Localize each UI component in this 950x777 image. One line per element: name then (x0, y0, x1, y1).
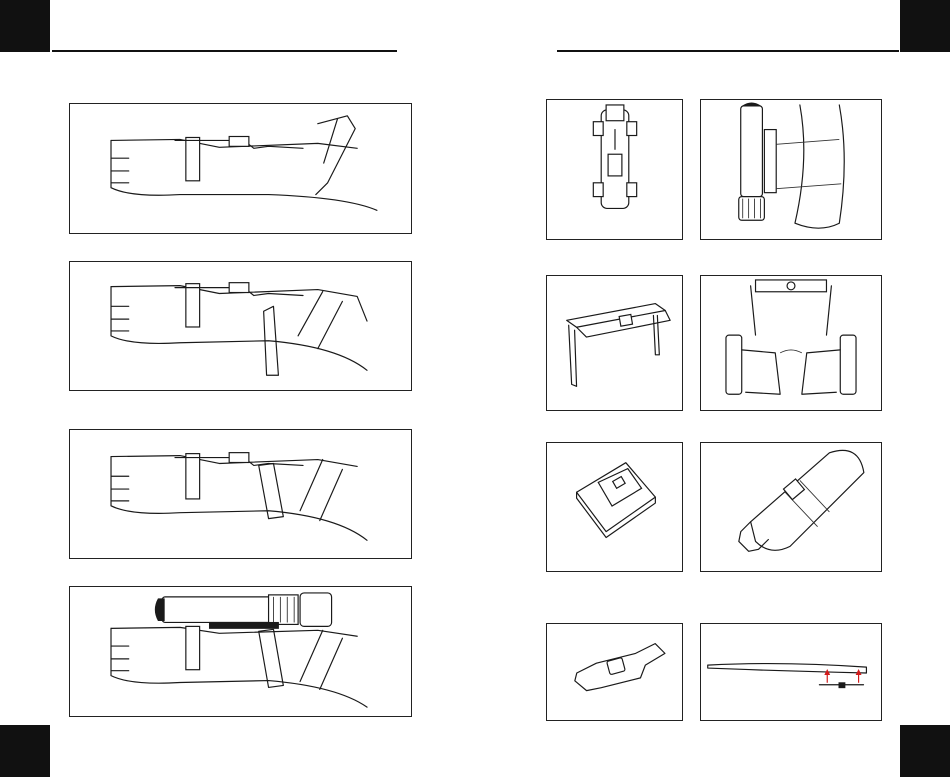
illustration-surface-with-pad-arrows (701, 624, 881, 720)
illustration-strap-threaded-through-clip (70, 104, 411, 233)
illustration-bottle-mount (701, 443, 881, 571)
mount-panel-bottle (700, 442, 882, 572)
illustration-light-attached-to-mount (70, 587, 411, 716)
corner-block-bottom-right (900, 725, 950, 777)
header-rule-left (52, 50, 397, 52)
step-panel-1 (69, 103, 412, 234)
step-panel-3 (69, 429, 412, 559)
mount-panel-flexible-pad (546, 623, 683, 721)
mount-panel-surface-pad (700, 623, 882, 721)
corner-block-top-left (0, 0, 50, 52)
step-panel-4 (69, 586, 412, 717)
illustration-flexible-adhesive-pad (547, 624, 682, 720)
illustration-strap-wrapped-around-forearm (70, 430, 411, 558)
mount-panel-adhesive-base (546, 442, 683, 572)
illustration-strap-pulled-under-arm (70, 262, 411, 390)
header-rule-right (557, 50, 899, 52)
corner-block-top-right (900, 0, 950, 52)
illustration-lights-on-helmet-frame (701, 276, 881, 410)
illustration-belt-clip-mount (547, 100, 682, 239)
mount-panel-head-strap (546, 275, 683, 411)
mount-panel-helmet-frame (700, 275, 882, 411)
illustration-head-strap (547, 276, 682, 410)
mount-panel-belt-clip (546, 99, 683, 240)
illustration-adhesive-base-mount (547, 443, 682, 571)
step-panel-2 (69, 261, 412, 391)
mount-panel-light-on-leg (700, 99, 882, 240)
illustration-light-on-leg (701, 100, 881, 239)
corner-block-bottom-left (0, 725, 50, 777)
